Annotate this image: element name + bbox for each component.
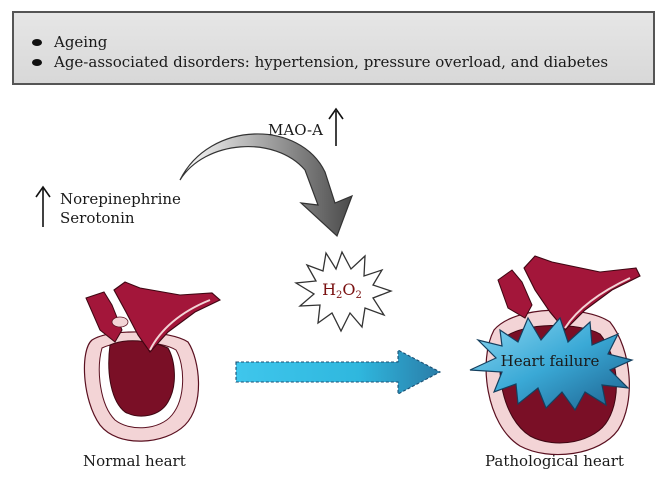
heart-failure-label: Heart failure: [500, 352, 600, 370]
risk-item-label: Age-associated disorders: hypertension, …: [54, 53, 609, 71]
bullet-icon: [32, 58, 42, 66]
mao-increase-arrow-icon: [328, 107, 344, 146]
risk-item-ageing: Ageing: [32, 33, 107, 51]
risk-item-label: Ageing: [54, 33, 108, 51]
normal-heart-label: Normal heart: [83, 452, 186, 470]
risk-factor-box: Ageing Age-associated disorders: hyperte…: [12, 11, 655, 85]
curved-reaction-arrow-icon: [179, 133, 354, 238]
mao-a-label: MAO-A: [268, 121, 323, 139]
substrate-increase-arrow-icon: [35, 185, 51, 227]
normal-heart-icon: [83, 281, 221, 442]
h2o2-label: H2O2: [322, 280, 362, 302]
heart-failure-burst-icon: [469, 316, 634, 412]
progression-arrow-icon: [235, 349, 442, 395]
pathological-heart-label: Pathological heart: [485, 452, 624, 470]
substrate-label-serotonin: Serotonin: [60, 209, 135, 227]
h2o2-burst-icon: [294, 250, 393, 333]
substrate-label-norepinephrine: Norepinephrine: [60, 190, 181, 208]
risk-item-disorders: Age-associated disorders: hypertension, …: [32, 53, 608, 71]
bullet-icon: [32, 38, 42, 46]
